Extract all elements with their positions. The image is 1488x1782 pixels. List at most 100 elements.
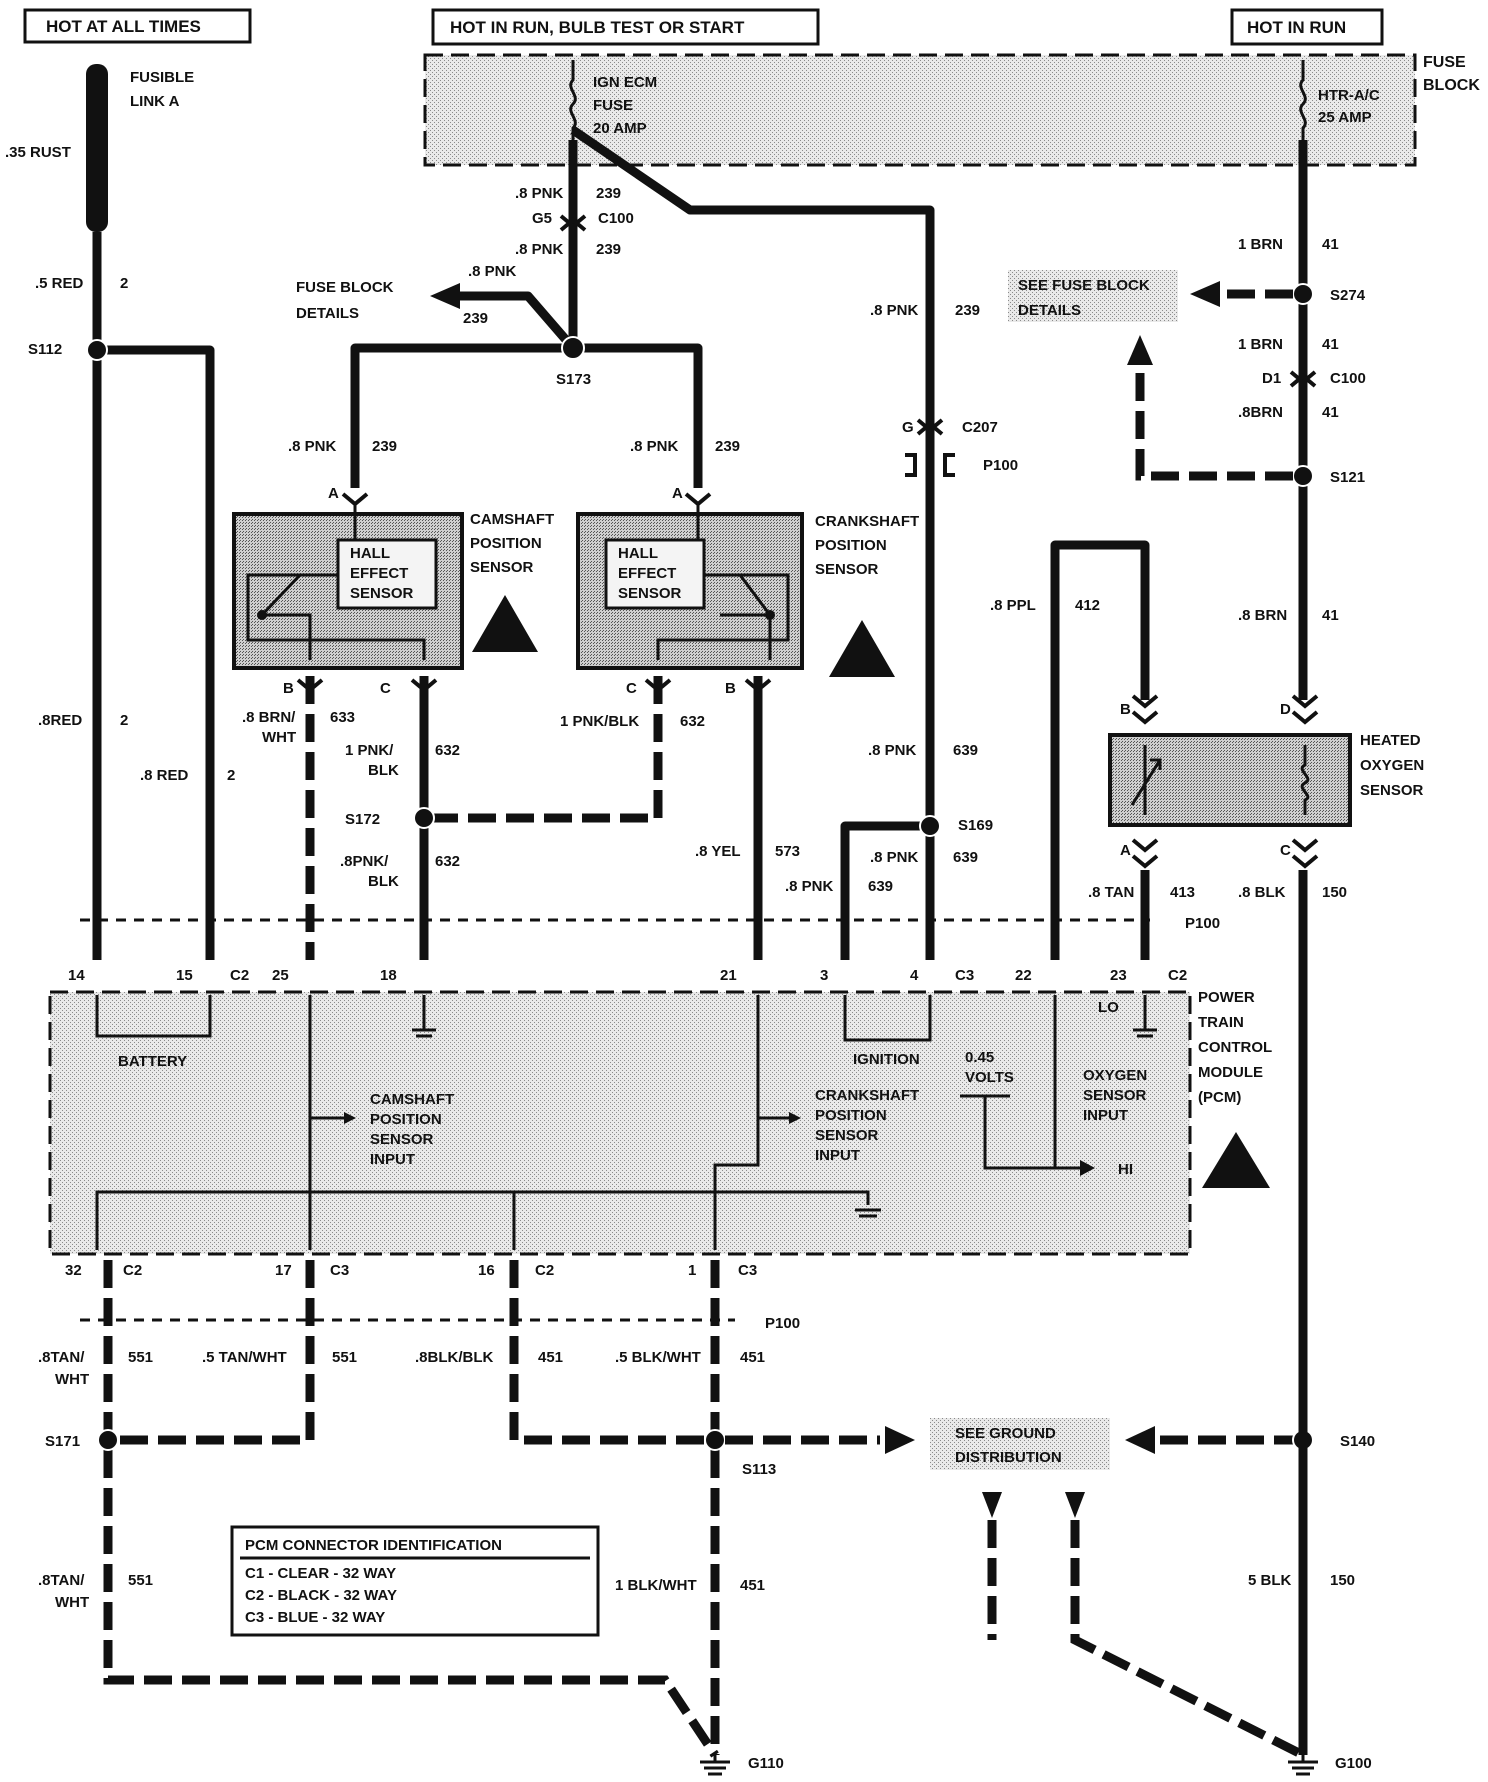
ign-ecm-fuse-label-1: IGN ECM	[593, 74, 657, 91]
splice-s112-label: S112	[28, 341, 62, 358]
pcm-connector-id-row-1: C1 - CLEAR - 32 WAY	[245, 1565, 396, 1582]
wire-pnk-blk1-label-1: 1 PNK/	[345, 742, 394, 759]
connector-c3-label-b: C3	[330, 1262, 349, 1279]
fusible-link-label-1: FUSIBLE	[130, 69, 194, 86]
header-hot-in-run-bulb: HOT IN RUN, BULB TEST OR START	[431, 8, 820, 46]
wire-239-label-f: 239	[955, 302, 980, 319]
htr-ac-fuse-icon	[1299, 60, 1307, 140]
wire-pnk-blk1-label-2: BLK	[368, 762, 399, 779]
wire-brn8b-label: .8 BRN	[1238, 607, 1287, 624]
wire-41-label-a: 41	[1322, 236, 1339, 253]
wire-pnk8-label-e: .8 PNK	[630, 438, 679, 455]
wire-tan-wht8b-label-1: .8TAN/	[38, 1572, 85, 1589]
pcm-ignition-label: IGNITION	[853, 1051, 920, 1068]
wire-632-crank	[424, 676, 663, 823]
fuse-block-label-2: BLOCK	[1423, 77, 1480, 94]
header-hot-in-run-bulb-text: HOT IN RUN, BULB TEST OR START	[450, 18, 745, 37]
wire-ground-down-2	[1070, 1520, 1306, 1760]
esd-warning-icon-2	[829, 620, 895, 677]
wire-red8b-label: .8 RED	[140, 767, 189, 784]
wire-s121-up	[1135, 365, 1293, 481]
splice-s172-label: S172	[345, 811, 380, 828]
pcm-pin-4: 4	[910, 967, 919, 984]
arrow-see-fuse-icon	[1190, 281, 1220, 307]
wire-451-label-a: 451	[538, 1349, 563, 1366]
connector-c100-label-a: C100	[598, 210, 634, 227]
pcm-pin-18: 18	[380, 967, 397, 984]
pcm-lo-label: LO	[1098, 999, 1119, 1016]
fusible-link-icon	[86, 64, 108, 232]
pcm-title-3: CONTROL	[1198, 1039, 1272, 1056]
wire-red8a-label: .8RED	[38, 712, 82, 729]
header-hot-in-run: HOT IN RUN	[1230, 8, 1384, 46]
ign-ecm-fuse-label-2: FUSE	[593, 97, 633, 114]
arrow-ground-down-2-icon	[1065, 1492, 1085, 1518]
pcm-battery-label: BATTERY	[118, 1053, 187, 1070]
connector-c2-label-b: C2	[1168, 967, 1187, 984]
crank-pin-b	[744, 678, 772, 693]
pcm-title-5: (PCM)	[1198, 1089, 1241, 1106]
pcm-pin-14: 14	[68, 967, 85, 984]
wire-41-label-d: 41	[1322, 607, 1339, 624]
connector-p100-row-upper: P100	[80, 915, 1220, 932]
arrow-see-ground-right-icon	[1125, 1426, 1155, 1454]
splice-s169	[919, 815, 941, 837]
crank-pin-a-label: A	[672, 485, 683, 502]
pcm-crank-input-1: CRANKSHAFT	[815, 1087, 919, 1104]
wire-639-label-c: 639	[868, 878, 893, 895]
pcm-o2-input-3: INPUT	[1083, 1107, 1128, 1124]
wire-239-label-a: 239	[596, 185, 621, 202]
pcm-title-4: MODULE	[1198, 1064, 1263, 1081]
connector-d1-label: D1	[1262, 370, 1281, 387]
arrow-s121-up-icon	[1127, 335, 1153, 365]
wire-451-label-b: 451	[740, 1349, 765, 1366]
wire-brn-wht-label-1: .8 BRN/	[242, 709, 296, 726]
wire-551-label-a: 551	[128, 1349, 153, 1366]
connector-p100-upper	[905, 453, 955, 477]
camshaft-position-sensor: A HALL EFFECT SENSOR CAMSHAFT POSITION S…	[232, 485, 554, 697]
heated-oxygen-sensor: HEATED OXYGEN SENSOR	[1108, 732, 1424, 827]
ho2s-pin-b	[1131, 694, 1159, 725]
ho2s-pin-a	[1131, 838, 1159, 869]
wire-blk-blk8-label: .8BLK/BLK	[415, 1349, 494, 1366]
cam-pin-c	[410, 678, 438, 693]
connector-p100-label-a: P100	[983, 457, 1018, 474]
ho2s-label-1: HEATED	[1360, 732, 1421, 749]
pcm-crank-input-3: SENSOR	[815, 1127, 879, 1144]
wire-150-label-b: 150	[1330, 1572, 1355, 1589]
htr-ac-fuse-label-2: 25 AMP	[1318, 109, 1372, 126]
crank-hall-label-2: EFFECT	[618, 565, 676, 582]
wire-412	[1050, 540, 1150, 960]
see-fuse-label-1: SEE FUSE BLOCK	[1018, 277, 1150, 294]
splice-s113-label: S113	[742, 1461, 776, 1478]
wire-brn8-label: .8BRN	[1238, 404, 1283, 421]
pcm-pin-16: 16	[478, 1262, 495, 1279]
wire-551-label-c: 551	[128, 1572, 153, 1589]
pcm-cam-input-4: INPUT	[370, 1151, 415, 1168]
cam-pin-b-label: B	[283, 680, 294, 697]
pcm-connector-id-title: PCM CONNECTOR IDENTIFICATION	[245, 1537, 502, 1554]
wire-41-label-b: 41	[1322, 336, 1339, 353]
pcm-pin-21: 21	[720, 967, 737, 984]
connector-g-label: G	[902, 419, 914, 436]
fuse-details-label-2: DETAILS	[296, 305, 359, 322]
fuse-block-label-1: FUSE	[1423, 54, 1466, 71]
splice-s121-label: S121	[1330, 469, 1365, 486]
header-hot-at-all-times: HOT AT ALL TIMES	[23, 8, 252, 44]
ign-ecm-fuse-label-3: 20 AMP	[593, 120, 647, 137]
pcm-module: POWER TRAIN CONTROL MODULE (PCM) BATTERY…	[48, 989, 1272, 1256]
header-hot-in-run-text: HOT IN RUN	[1247, 18, 1346, 37]
pcm-pin-32: 32	[65, 1262, 82, 1279]
pcm-pin-23: 23	[1110, 967, 1127, 984]
connector-c3-label-c: C3	[738, 1262, 757, 1279]
ign-ecm-fuse-icon	[569, 60, 577, 140]
wire-pnk8-label-g: .8 PNK	[868, 742, 917, 759]
connector-c2-label-a: C2	[230, 967, 249, 984]
connector-c2-label-d: C2	[535, 1262, 554, 1279]
wire-tan-wht8-label-1: .8TAN/	[38, 1349, 85, 1366]
wire-451-blk	[509, 1260, 715, 1445]
wire-pnk8-label-h: .8 PNK	[870, 849, 919, 866]
connector-p100-label-b: P100	[1185, 915, 1220, 932]
splice-s274-label: S274	[1330, 287, 1366, 304]
wire-41-label-c: 41	[1322, 404, 1339, 421]
